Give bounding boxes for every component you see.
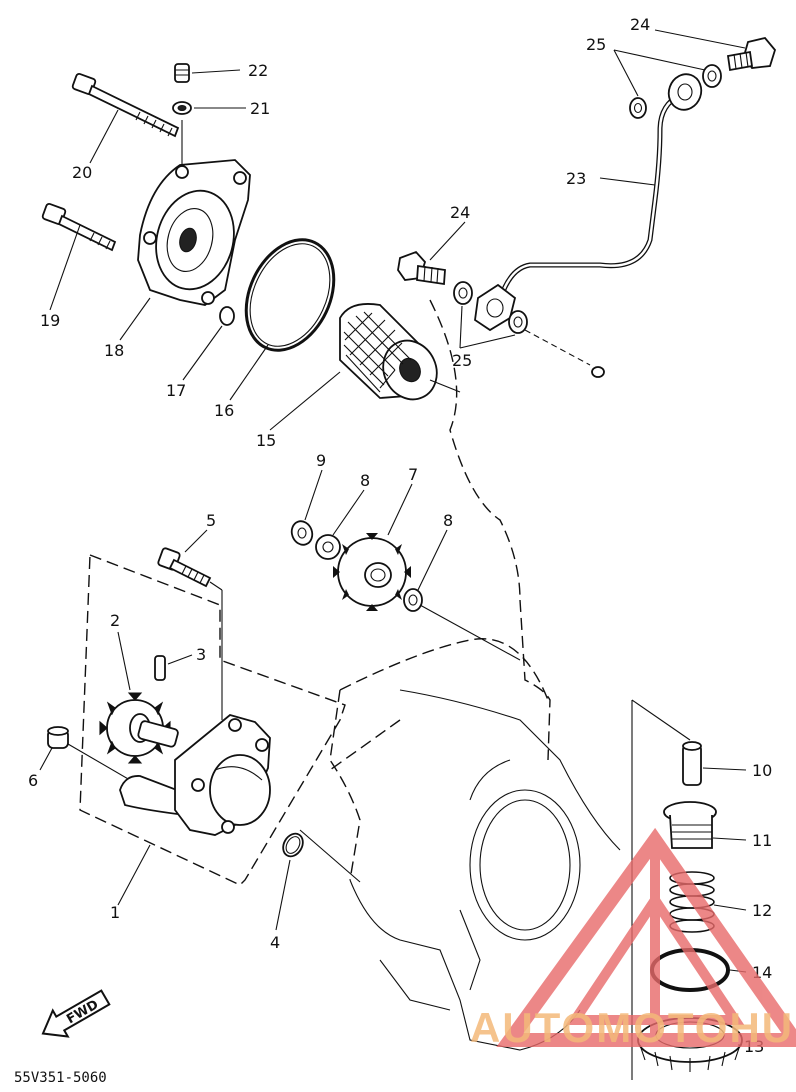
pump-drive-gear bbox=[99, 692, 179, 764]
callout-2: 2 bbox=[110, 611, 120, 630]
watermark-text: AUTOMOTOHUB bbox=[470, 1004, 796, 1051]
diagram-code: 55V351-5060 bbox=[14, 1070, 107, 1086]
callout-16: 16 bbox=[214, 401, 234, 420]
filter-cover bbox=[137, 120, 251, 306]
callout-25b: 25 bbox=[452, 351, 472, 370]
union-bolt-top bbox=[726, 36, 777, 72]
callout-12: 12 bbox=[752, 901, 772, 920]
callout-leaders bbox=[39, 29, 747, 1046]
copper-washer-top-2 bbox=[629, 97, 647, 119]
callout-8b: 8 bbox=[443, 511, 453, 530]
copper-washer-top-1 bbox=[702, 64, 722, 88]
relief-pipe bbox=[682, 741, 702, 786]
callout-17: 17 bbox=[166, 381, 186, 400]
idler-gear-set bbox=[290, 520, 521, 661]
copper-washer-lower-1 bbox=[453, 281, 473, 305]
callout-24a: 24 bbox=[630, 15, 650, 34]
oil-filter-element bbox=[339, 303, 461, 401]
short-cover-bolt bbox=[41, 203, 117, 252]
callout-23: 23 bbox=[566, 169, 586, 188]
callout-9: 9 bbox=[316, 451, 326, 470]
pump-collar bbox=[47, 726, 131, 781]
callout-numbers: 1 2 3 4 5 6 7 8 8 9 10 11 12 13 14 15 16… bbox=[28, 15, 772, 1056]
copper-washer-lower-2 bbox=[508, 310, 605, 378]
relief-plug bbox=[663, 801, 717, 849]
callout-3: 3 bbox=[196, 645, 206, 664]
callout-11: 11 bbox=[752, 831, 772, 850]
oil-delivery-pipe bbox=[474, 73, 703, 332]
callout-15: 15 bbox=[256, 431, 276, 450]
oil-pump-group bbox=[79, 553, 346, 886]
pump-o-ring bbox=[282, 832, 304, 858]
small-o-ring bbox=[219, 306, 235, 326]
callout-6: 6 bbox=[28, 771, 38, 790]
callout-19: 19 bbox=[40, 311, 60, 330]
callout-10: 10 bbox=[752, 761, 772, 780]
dowel-pin bbox=[154, 655, 166, 681]
callout-5: 5 bbox=[206, 511, 216, 530]
callout-18: 18 bbox=[104, 341, 124, 360]
cover-o-ring bbox=[244, 238, 336, 352]
callout-20: 20 bbox=[72, 163, 92, 182]
callout-8a: 8 bbox=[360, 471, 370, 490]
callout-1: 1 bbox=[110, 903, 120, 922]
long-cover-bolt bbox=[71, 73, 180, 138]
crankcase-outline bbox=[329, 299, 621, 1051]
callout-25a: 25 bbox=[586, 35, 606, 54]
callout-4: 4 bbox=[270, 933, 280, 952]
callout-21: 21 bbox=[250, 99, 270, 118]
bleed-bolt bbox=[174, 63, 190, 83]
callout-7: 7 bbox=[408, 465, 418, 484]
bleed-washer bbox=[172, 101, 192, 115]
pump-bolt bbox=[157, 547, 223, 720]
callout-22: 22 bbox=[248, 61, 268, 80]
union-bolt-lower bbox=[397, 250, 446, 286]
callout-24b: 24 bbox=[450, 203, 470, 222]
forward-arrow-icon: FWD bbox=[41, 989, 111, 1038]
oil-pump-body bbox=[119, 714, 361, 883]
watermark-logo bbox=[496, 827, 796, 1047]
